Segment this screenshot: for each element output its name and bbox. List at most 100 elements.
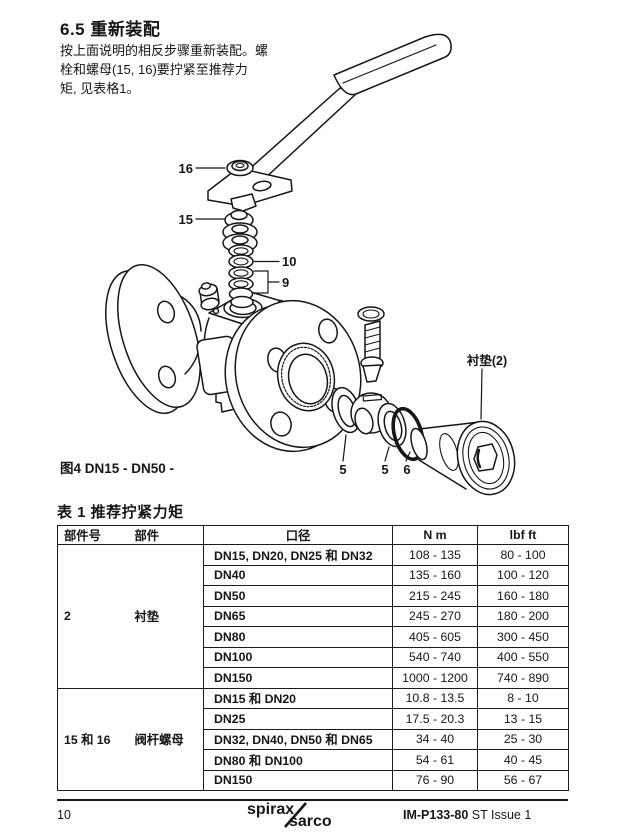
part-label-15: 15 xyxy=(179,212,193,227)
left-flange xyxy=(105,263,202,415)
table-row: DN25 17.5 - 20.3 13 - 15 xyxy=(58,708,569,730)
threaded-bore xyxy=(276,342,336,412)
logo-sarco: sarco xyxy=(289,813,332,829)
gasket-label: 衬垫(2) xyxy=(467,353,507,368)
table-row: DN32, DN40, DN50 和 DN65 34 - 40 25 - 30 xyxy=(58,729,569,750)
table-row: DN100 540 - 740 400 - 550 xyxy=(58,647,569,668)
header-size: 口径 xyxy=(203,525,393,545)
handle-nut xyxy=(226,159,254,177)
cell-lbf: 400 - 550 xyxy=(477,647,569,668)
group-part: 衬垫 xyxy=(130,544,204,689)
cell-nm: 17.5 - 20.3 xyxy=(392,708,478,730)
stud-bolt xyxy=(360,320,384,383)
vent-plug xyxy=(198,282,220,311)
part-label-5-right: 5 xyxy=(381,462,388,477)
cell-nm: 245 - 270 xyxy=(392,606,478,627)
doc-issue: ST Issue 1 xyxy=(468,808,532,822)
header-lbf: lbf ft xyxy=(477,525,569,545)
part-label-9: 9 xyxy=(282,275,289,290)
cell-nm: 10.8 - 13.5 xyxy=(392,688,478,709)
cell-lbf: 8 - 10 xyxy=(477,688,569,709)
cell-nm: 108 - 135 xyxy=(392,544,478,566)
group-part-no: 15 和 16 xyxy=(57,688,131,791)
stud-washer xyxy=(357,306,385,322)
cell-nm: 76 - 90 xyxy=(392,770,478,791)
cell-size: DN150 xyxy=(203,770,393,791)
lock-tab xyxy=(230,193,257,212)
header-part-no: 部件号 xyxy=(57,525,131,545)
right-flange xyxy=(224,299,362,453)
cell-nm: 1000 - 1200 xyxy=(392,667,478,689)
cell-size: DN150 xyxy=(203,667,393,689)
end-connector xyxy=(410,420,516,496)
cell-size: DN25 xyxy=(203,708,393,730)
cell-nm: 135 - 160 xyxy=(392,565,478,586)
cell-lbf: 80 - 100 xyxy=(477,544,569,566)
flange-bolt-hole xyxy=(156,300,176,324)
cell-lbf: 25 - 30 xyxy=(477,729,569,750)
table-row: DN80 405 - 605 300 - 450 xyxy=(58,626,569,648)
section-title: 6.5 重新装配 xyxy=(60,20,161,39)
cell-size: DN15 和 DN20 xyxy=(203,688,393,709)
cell-size: DN15, DN20, DN25 和 DN32 xyxy=(203,544,393,566)
cell-size: DN50 xyxy=(203,585,393,607)
cell-lbf: 13 - 15 xyxy=(477,708,569,730)
table-row: DN150 1000 - 1200 740 - 890 xyxy=(58,667,569,689)
part-label-6: 6 xyxy=(403,462,410,477)
cell-nm: 405 - 605 xyxy=(392,626,478,648)
cell-nm: 34 - 40 xyxy=(392,729,478,750)
cell-nm: 540 - 740 xyxy=(392,647,478,668)
cell-lbf: 56 - 67 xyxy=(477,770,569,791)
cell-size: DN40 xyxy=(203,565,393,586)
cell-size: DN80 和 DN100 xyxy=(203,749,393,771)
table-row: DN150 76 - 90 56 - 67 xyxy=(58,770,569,791)
part-label-16: 16 xyxy=(179,161,193,176)
cell-size: DN65 xyxy=(203,606,393,627)
logo-slash xyxy=(284,802,307,828)
cell-lbf: 40 - 45 xyxy=(477,749,569,771)
table-row: DN80 和 DN100 54 - 61 40 - 45 xyxy=(58,749,569,771)
part-label-10: 10 xyxy=(282,254,296,269)
header-part: 部件 xyxy=(130,525,204,545)
cell-lbf: 740 - 890 xyxy=(477,667,569,689)
cell-nm: 215 - 245 xyxy=(392,585,478,607)
table-header-row: 部件号 部件 口径 N m lbf ft xyxy=(57,525,569,545)
footer-rule xyxy=(57,799,568,801)
cell-size: DN100 xyxy=(203,647,393,668)
logo-spirax: spirax xyxy=(247,801,294,818)
cell-size: DN80 xyxy=(203,626,393,648)
paragraph-line: 矩, 见表格1。 xyxy=(60,81,140,96)
cell-lbf: 180 - 200 xyxy=(477,606,569,627)
paragraph-line: 按上面说明的相反步骤重新装配。螺 xyxy=(60,43,269,58)
cell-nm: 54 - 61 xyxy=(392,749,478,771)
cell-lbf: 160 - 180 xyxy=(477,585,569,607)
flange-bolt-hole xyxy=(270,411,292,437)
page-number: 10 xyxy=(57,808,71,822)
group-part-no: 2 xyxy=(57,544,131,689)
handle-base-plate xyxy=(207,167,293,212)
flange-bolt-hole xyxy=(157,365,177,389)
table-row: DN50 215 - 245 160 - 180 xyxy=(58,585,569,607)
section-paragraph: 按上面说明的相反步骤重新装配。螺 栓和螺母(15, 16)要拧紧至推荐力 矩, … xyxy=(60,41,268,98)
cell-lbf: 100 - 120 xyxy=(477,565,569,586)
table-row: 15 和 16 阀杆螺母 DN15 和 DN20 10.8 - 13.5 8 -… xyxy=(57,688,569,791)
flange-bolt-hole xyxy=(318,318,338,344)
gland-packing-rings xyxy=(228,244,254,309)
handle-lever xyxy=(245,33,452,182)
doc-code: IM-P133-80 xyxy=(403,808,469,822)
table-row: 2 衬垫 DN15, DN20, DN25 和 DN32 108 - 135 8… xyxy=(57,544,569,689)
table-row: DN40 135 - 160 100 - 120 xyxy=(58,565,569,586)
header-nm: N m xyxy=(392,525,478,545)
cell-lbf: 300 - 450 xyxy=(477,626,569,648)
table-row: DN65 245 - 270 180 - 200 xyxy=(58,606,569,627)
table-title: 表 1 推荐拧紧力矩 xyxy=(57,504,184,521)
cell-size: DN32, DN40, DN50 和 DN65 xyxy=(203,729,393,750)
paragraph-line: 栓和螺母(15, 16)要拧紧至推荐力 xyxy=(60,62,248,77)
group-part: 阀杆螺母 xyxy=(130,688,204,791)
o-ring xyxy=(391,406,425,462)
figure-caption: 图4 DN15 - DN50 - xyxy=(60,461,174,476)
leader-lines xyxy=(195,167,483,462)
part-label-5-left: 5 xyxy=(339,462,346,477)
spirax-sarco-logo: spirax sarco xyxy=(247,801,332,829)
